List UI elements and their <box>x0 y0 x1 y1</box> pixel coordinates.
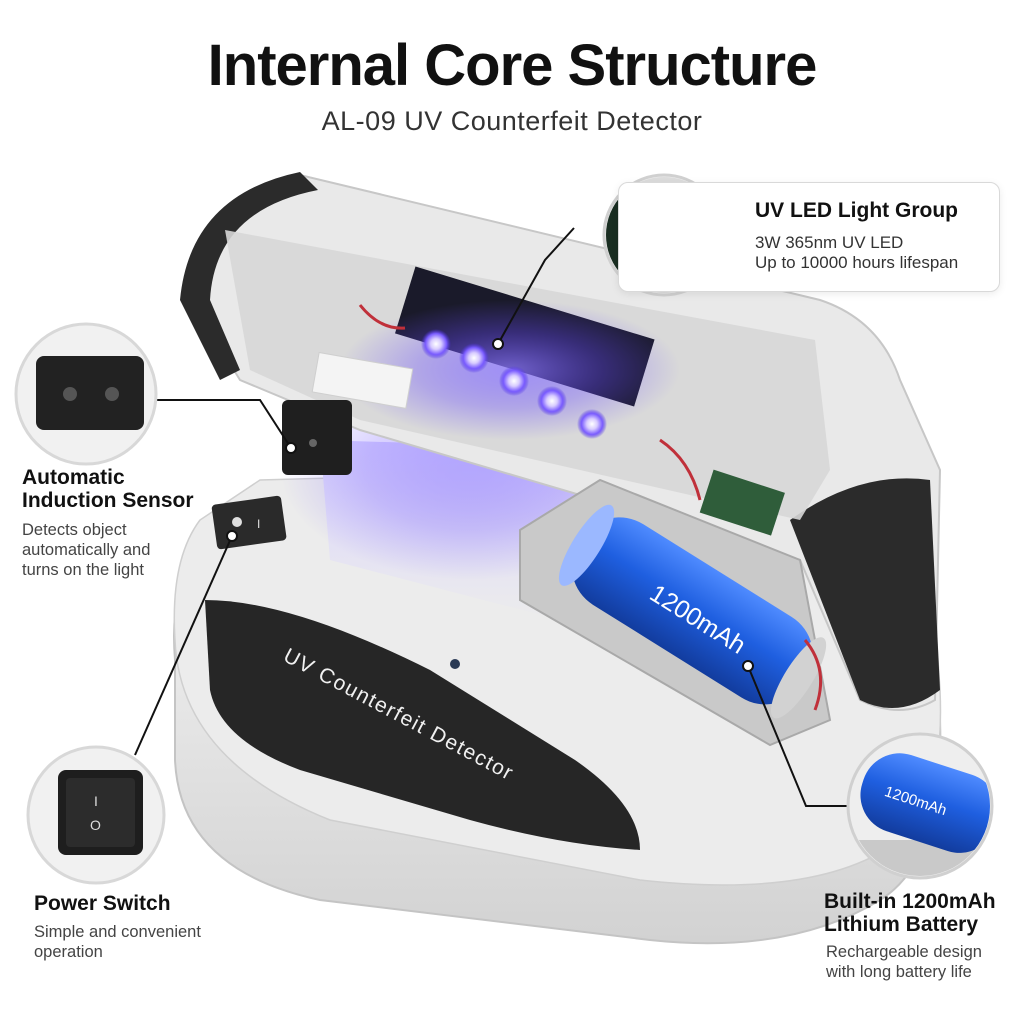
switch-mark-on: I <box>94 793 98 809</box>
sensor-description: Detects object automatically and turns o… <box>22 520 150 580</box>
indicator-light <box>450 659 460 669</box>
power-desc-line-2: operation <box>34 943 103 961</box>
svg-text:I: I <box>257 517 260 531</box>
uv-led-description: 3W 365nm UV LED Up to 10000 hours lifesp… <box>755 233 958 273</box>
power-desc-line-1: Simple and convenient <box>34 923 201 941</box>
battery-desc-line-2: with long battery life <box>826 963 972 981</box>
led-strip <box>340 266 785 536</box>
uv-led-lifespan: Up to 10000 hours lifespan <box>755 253 959 272</box>
leader-lines <box>134 227 852 807</box>
switch-mark-off: O <box>90 817 101 833</box>
battery-title-line-1: Built-in 1200mAh <box>824 890 996 913</box>
sensor-desc-line-2: automatically and <box>22 541 151 559</box>
page-subtitle: AL-09 UV Counterfeit Detector <box>321 106 703 136</box>
page-title: Internal Core Structure <box>207 33 818 98</box>
induction-sensor-unit <box>282 351 414 475</box>
uv-led-title: UV LED Light Group <box>755 199 958 222</box>
battery-description: Rechargeable design with long battery li… <box>826 942 982 982</box>
power-switch-title: Power Switch <box>34 892 171 915</box>
battery-zoom: 1200mAh <box>846 732 994 880</box>
power-switch-zoom: I O <box>26 745 166 885</box>
battery-title: Built-in 1200mAh Lithium Battery <box>824 890 996 936</box>
sensor-title-line-2: Induction Sensor <box>22 489 194 512</box>
sensor-title-line-1: Automatic <box>22 466 125 489</box>
sensor-desc-line-3: turns on the light <box>22 561 144 579</box>
sensor-title: Automatic Induction Sensor <box>22 466 194 512</box>
sensor-zoom <box>14 322 158 466</box>
battery-desc-line-1: Rechargeable design <box>826 943 982 961</box>
battery-title-line-2: Lithium Battery <box>824 913 979 936</box>
label-panel <box>205 600 640 850</box>
sensor-desc-line-1: Detects object <box>22 521 127 539</box>
uv-led-callout: UV LED Light Group 3W 365nm UV LED Up to… <box>618 182 1000 292</box>
uv-led-spec: 3W 365nm UV LED <box>755 233 904 252</box>
power-switch-description: Simple and convenient operation <box>34 922 201 962</box>
